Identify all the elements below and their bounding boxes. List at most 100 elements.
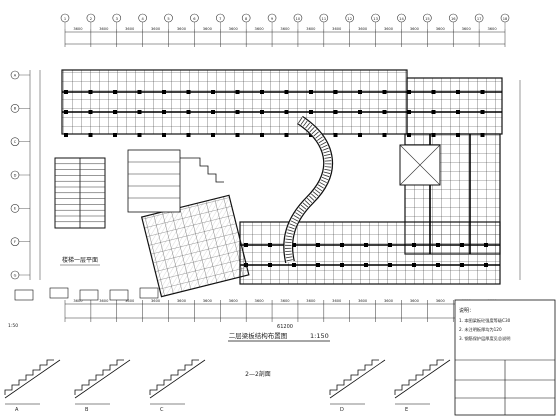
column xyxy=(309,110,313,114)
column xyxy=(162,90,166,94)
column xyxy=(431,133,436,137)
note-line-0: 说明： xyxy=(459,307,474,314)
axis-bubble-label: 11 xyxy=(322,17,327,21)
axis-bubble-label: G xyxy=(14,273,17,277)
column xyxy=(268,243,272,247)
column xyxy=(407,90,411,94)
column xyxy=(340,263,344,267)
column xyxy=(480,110,485,114)
bottom-dim-label: 3600 xyxy=(410,299,420,303)
bottom-dim-label: 3600 xyxy=(151,299,161,303)
column xyxy=(292,263,296,267)
bottom-dim-label: 3600 xyxy=(125,299,135,303)
top-dim-label: 3600 xyxy=(410,27,420,31)
column xyxy=(358,110,362,114)
rotated-pavilion xyxy=(140,194,250,298)
column xyxy=(364,243,368,247)
column xyxy=(456,90,460,94)
column xyxy=(88,133,93,137)
column xyxy=(211,110,215,114)
bottom-dim-label: 3600 xyxy=(73,299,83,303)
note-line-3: 3. 钢筋保护层厚度见总说明 xyxy=(459,335,510,342)
axis-bubble-label: 2 xyxy=(90,17,92,21)
column xyxy=(292,243,296,247)
stair-section xyxy=(74,359,124,395)
column xyxy=(388,243,392,247)
column xyxy=(382,110,387,114)
top-dim-label: 3600 xyxy=(280,27,290,31)
axis-bubble-label: 18 xyxy=(503,17,508,21)
column xyxy=(186,110,191,114)
column xyxy=(284,133,289,137)
top-dim-label: 3600 xyxy=(384,27,394,31)
beam-section xyxy=(79,289,99,301)
notes-block: 说明： 1. 本图梁板砼强度等级C30 2. 未注明板厚均为120 3. 钢筋保… xyxy=(454,299,556,416)
stair-plan-detail: 楼梯一层平面 xyxy=(54,157,106,266)
detail-scale: 1:50 xyxy=(8,323,18,329)
column xyxy=(358,133,362,137)
column xyxy=(484,243,488,247)
column xyxy=(436,263,440,267)
column xyxy=(260,133,264,137)
top-dim-label: 3600 xyxy=(203,27,213,31)
column xyxy=(284,90,289,94)
axis-bubble-label: A xyxy=(14,73,17,77)
beam-section xyxy=(109,289,129,301)
axis-bubble-label: 16 xyxy=(451,17,456,21)
axis-bubble-label: 10 xyxy=(296,17,301,21)
column xyxy=(456,133,460,137)
column xyxy=(382,90,387,94)
column xyxy=(436,243,440,247)
column xyxy=(113,90,117,94)
detail-label: A xyxy=(15,407,19,413)
column xyxy=(211,133,215,137)
axis-bubble-label: 8 xyxy=(245,17,248,21)
axis-bubble-label: 15 xyxy=(425,17,430,21)
top-dim-label: 3600 xyxy=(436,27,446,31)
top-dim-label: 3600 xyxy=(125,27,135,31)
main-floor-plan xyxy=(61,69,503,285)
top-dim-label: 3600 xyxy=(462,27,472,31)
column xyxy=(484,263,488,267)
axis-bubble-label: 1 xyxy=(64,17,66,21)
bottom-dim-label: 3600 xyxy=(436,299,446,303)
stair-section xyxy=(329,359,379,395)
axis-bubble-label: 12 xyxy=(347,17,352,21)
bottom-dim-label: 3600 xyxy=(203,299,213,303)
detail-label: E xyxy=(405,407,408,413)
axis-bubble-label: 9 xyxy=(271,17,274,21)
axis-bubble-label: C xyxy=(14,140,17,144)
axis-bubble-label: B xyxy=(14,107,17,111)
top-dim-label: 3600 xyxy=(332,27,342,31)
north-wing-east xyxy=(406,77,503,135)
note-line-2: 2. 未注明板厚均为120 xyxy=(459,326,502,333)
column xyxy=(316,243,320,247)
beam-section xyxy=(14,289,34,301)
column xyxy=(333,90,338,94)
stair-section xyxy=(4,359,54,395)
column xyxy=(309,90,313,94)
top-dim-label: 3600 xyxy=(151,27,161,31)
south-wing xyxy=(239,221,501,285)
column xyxy=(113,133,117,137)
column xyxy=(333,133,338,137)
stair-section xyxy=(394,359,444,395)
north-wing xyxy=(61,69,408,135)
top-dim-label: 3600 xyxy=(487,27,497,31)
column xyxy=(316,263,320,267)
column xyxy=(284,110,289,114)
axis-bubble-label: 5 xyxy=(167,17,169,21)
bottom-dim-label: 3600 xyxy=(332,299,342,303)
column xyxy=(162,133,166,137)
axis-bubble-label: 17 xyxy=(477,17,482,21)
column xyxy=(407,110,411,114)
section-label: 2—2剖面 xyxy=(245,370,271,378)
axis-bubble-label: 14 xyxy=(399,17,404,21)
column xyxy=(268,263,272,267)
total-dimension: 61200 xyxy=(277,324,293,330)
bottom-dim-label: 3600 xyxy=(255,299,265,303)
curved-corridor xyxy=(283,115,333,264)
top-dim-label: 3600 xyxy=(358,27,368,31)
bottom-dim-label: 3600 xyxy=(99,299,109,303)
